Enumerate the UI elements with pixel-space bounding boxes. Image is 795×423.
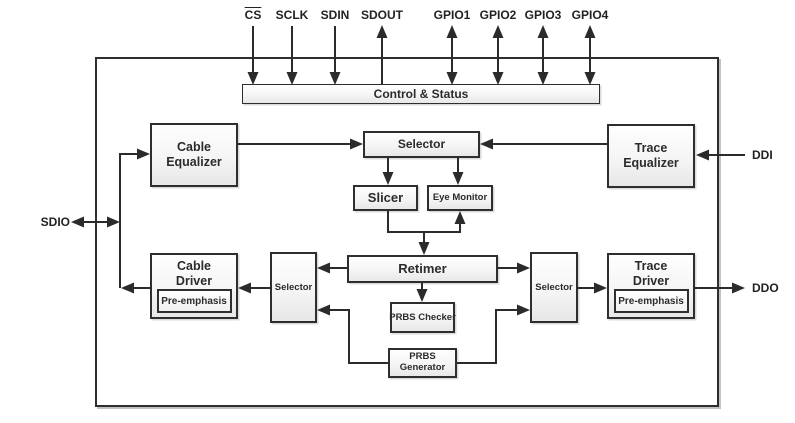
block-cable-equalizer: Cable Equalizer bbox=[150, 123, 238, 187]
eye-monitor-label: Eye Monitor bbox=[432, 192, 488, 204]
pin-label-gpio4: GPIO4 bbox=[571, 8, 609, 22]
block-selector-top: Selector bbox=[363, 131, 480, 158]
prbs-generator-label: PRBS Generator bbox=[399, 351, 446, 373]
pin-label-cs: CS bbox=[221, 8, 285, 22]
block-prbs-generator: PRBS Generator bbox=[388, 348, 457, 378]
slicer-label: Slicer bbox=[367, 190, 404, 206]
cable-driver-label: Cable Driver bbox=[175, 259, 213, 288]
trace-equalizer-label: Trace Equalizer bbox=[623, 141, 679, 170]
selector-right-label: Selector bbox=[535, 281, 573, 293]
block-trace-equalizer: Trace Equalizer bbox=[607, 124, 695, 188]
block-pre-emphasis-right: Pre-emphasis bbox=[613, 289, 689, 313]
trace-driver-label: Trace Driver bbox=[632, 259, 670, 288]
block-selector-left: Selector bbox=[270, 252, 317, 323]
pin-label-ddo: DDO bbox=[752, 281, 779, 295]
cs-overline-text: CS bbox=[244, 8, 262, 22]
block-selector-right: Selector bbox=[530, 252, 578, 323]
pin-label-sdio: SDIO bbox=[40, 215, 70, 229]
pre-emphasis-right-label: Pre-emphasis bbox=[618, 295, 684, 307]
block-prbs-checker: PRBS Checker bbox=[389, 302, 456, 333]
pin-label-sdout: SDOUT bbox=[361, 8, 403, 22]
chip-outline bbox=[95, 57, 719, 407]
control-status-label: Control & Status bbox=[373, 86, 469, 101]
retimer-label: Retimer bbox=[398, 261, 447, 277]
pin-label-sclk: SCLK bbox=[275, 8, 309, 22]
block-slicer: Slicer bbox=[353, 185, 418, 211]
pin-label-sdin: SDIN bbox=[320, 8, 350, 22]
pin-label-gpio2: GPIO2 bbox=[479, 8, 517, 22]
pin-label-gpio1: GPIO1 bbox=[433, 8, 471, 22]
prbs-checker-label: PRBS Checker bbox=[389, 311, 456, 323]
block-cable-driver: Cable Driver Pre-emphasis bbox=[150, 253, 238, 319]
selector-left-label: Selector bbox=[274, 281, 313, 293]
selector-top-label: Selector bbox=[397, 137, 446, 152]
block-retimer: Retimer bbox=[347, 255, 498, 283]
pre-emphasis-left-label: Pre-emphasis bbox=[161, 295, 227, 307]
block-trace-driver: Trace Driver Pre-emphasis bbox=[607, 253, 695, 319]
pin-label-ddi: DDI bbox=[752, 148, 773, 162]
pin-label-gpio3: GPIO3 bbox=[524, 8, 562, 22]
block-control-status: Control & Status bbox=[242, 84, 600, 104]
cable-equalizer-label: Cable Equalizer bbox=[166, 140, 222, 169]
block-pre-emphasis-left: Pre-emphasis bbox=[156, 289, 232, 313]
block-eye-monitor: Eye Monitor bbox=[427, 185, 493, 211]
